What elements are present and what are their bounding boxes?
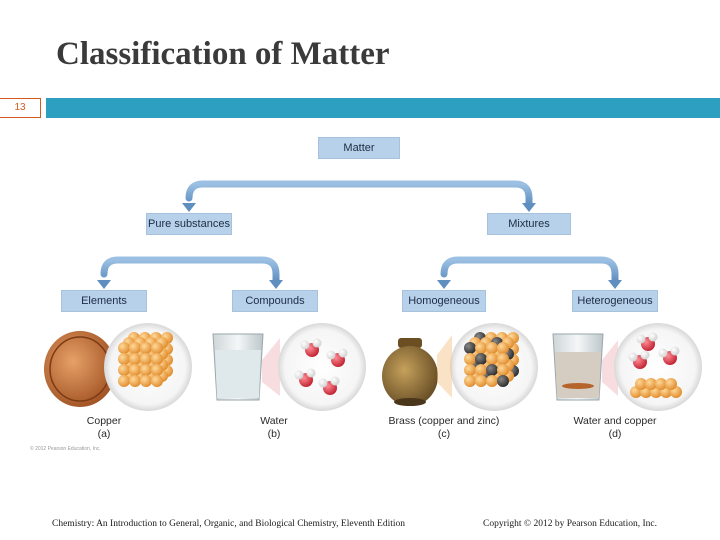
- atom-sphere: [318, 378, 328, 388]
- water-glass-image: [212, 333, 280, 401]
- brass-lattice-zoom: [437, 323, 538, 411]
- node-homogeneous: Homogeneous: [402, 290, 486, 312]
- atom-sphere: [475, 342, 487, 354]
- atom-sphere: [330, 376, 340, 386]
- atom-sphere: [118, 375, 130, 387]
- example-copper: Copper (a): [64, 415, 144, 441]
- atom-sphere: [151, 353, 163, 365]
- atom-sphere: [648, 332, 658, 342]
- atom-sphere: [635, 378, 647, 390]
- atom-sphere: [640, 350, 650, 360]
- atom-sphere: [486, 375, 498, 387]
- atom-sphere: [118, 342, 130, 354]
- atom-sphere: [670, 346, 680, 356]
- copper-lattice-zoom: [104, 323, 192, 411]
- node-elements: Elements: [61, 290, 147, 312]
- brass-vase-image: [382, 338, 438, 406]
- atom-sphere: [326, 350, 336, 360]
- node-compounds: Compounds: [232, 290, 318, 312]
- header-bar: [46, 98, 720, 118]
- atom-sphere: [658, 348, 668, 358]
- atom-sphere: [475, 364, 487, 376]
- water-copper-zoom: [614, 323, 702, 411]
- atom-sphere: [464, 375, 476, 387]
- connector-mixtures: [440, 231, 619, 285]
- atom-sphere: [665, 378, 677, 390]
- atom-sphere: [140, 353, 152, 365]
- example-letter: (d): [608, 428, 622, 440]
- example-name: Water and copper: [573, 415, 657, 427]
- atom-sphere: [140, 375, 152, 387]
- water-molecules-zoom: [278, 323, 366, 411]
- atom-sphere: [140, 364, 152, 376]
- footer-copyright: Copyright © 2012 by Pearson Education, I…: [483, 519, 657, 529]
- atom-sphere: [118, 353, 130, 365]
- example-name: Brass (copper and zinc): [388, 415, 500, 427]
- node-mixtures: Mixtures: [487, 213, 571, 235]
- example-name: Copper: [86, 415, 122, 427]
- atom-sphere: [129, 353, 141, 365]
- atom-sphere: [464, 364, 476, 376]
- atom-sphere: [129, 342, 141, 354]
- atom-sphere: [140, 342, 152, 354]
- image-credit: © 2012 Pearson Education, Inc.: [30, 446, 101, 452]
- atom-sphere: [655, 378, 667, 390]
- atom-sphere: [497, 342, 509, 354]
- atom-sphere: [129, 364, 141, 376]
- atom-sphere: [486, 364, 498, 376]
- slide-title: Classification of Matter: [56, 36, 390, 72]
- atom-sphere: [497, 375, 509, 387]
- atom-sphere: [636, 334, 646, 344]
- atom-sphere: [306, 368, 316, 378]
- example-letter: (c): [437, 428, 451, 440]
- atom-sphere: [497, 364, 509, 376]
- atom-sphere: [151, 342, 163, 354]
- atom-sphere: [312, 338, 322, 348]
- connector-matter: [185, 152, 533, 208]
- example-water: Water (b): [234, 415, 314, 441]
- atom-sphere: [151, 375, 163, 387]
- atom-sphere: [129, 375, 141, 387]
- node-pure-substances: Pure substances: [146, 213, 232, 235]
- atom-sphere: [118, 364, 130, 376]
- node-heterogeneous: Heterogeneous: [572, 290, 658, 312]
- atom-sphere: [475, 353, 487, 365]
- example-brass: Brass (copper and zinc) (c): [374, 415, 514, 441]
- atom-sphere: [338, 348, 348, 358]
- example-name: Water: [260, 415, 288, 427]
- atom-sphere: [486, 353, 498, 365]
- example-letter: (a): [97, 428, 111, 440]
- atom-sphere: [486, 342, 498, 354]
- connector-pure-substances: [100, 231, 280, 285]
- atom-sphere: [294, 370, 304, 380]
- atom-sphere: [464, 342, 476, 354]
- atom-sphere: [151, 364, 163, 376]
- example-letter: (b): [267, 428, 281, 440]
- atom-sphere: [300, 340, 310, 350]
- atom-sphere: [464, 353, 476, 365]
- example-water-and-copper: Water and copper (d): [560, 415, 670, 441]
- node-matter: Matter: [318, 137, 400, 159]
- slide-number: 13: [0, 98, 41, 118]
- atom-sphere: [645, 378, 657, 390]
- footer-book-title: Chemistry: An Introduction to General, O…: [52, 519, 406, 529]
- atom-sphere: [475, 375, 487, 387]
- atom-sphere: [497, 353, 509, 365]
- atom-sphere: [628, 352, 638, 362]
- water-copper-glass-image: [552, 333, 618, 401]
